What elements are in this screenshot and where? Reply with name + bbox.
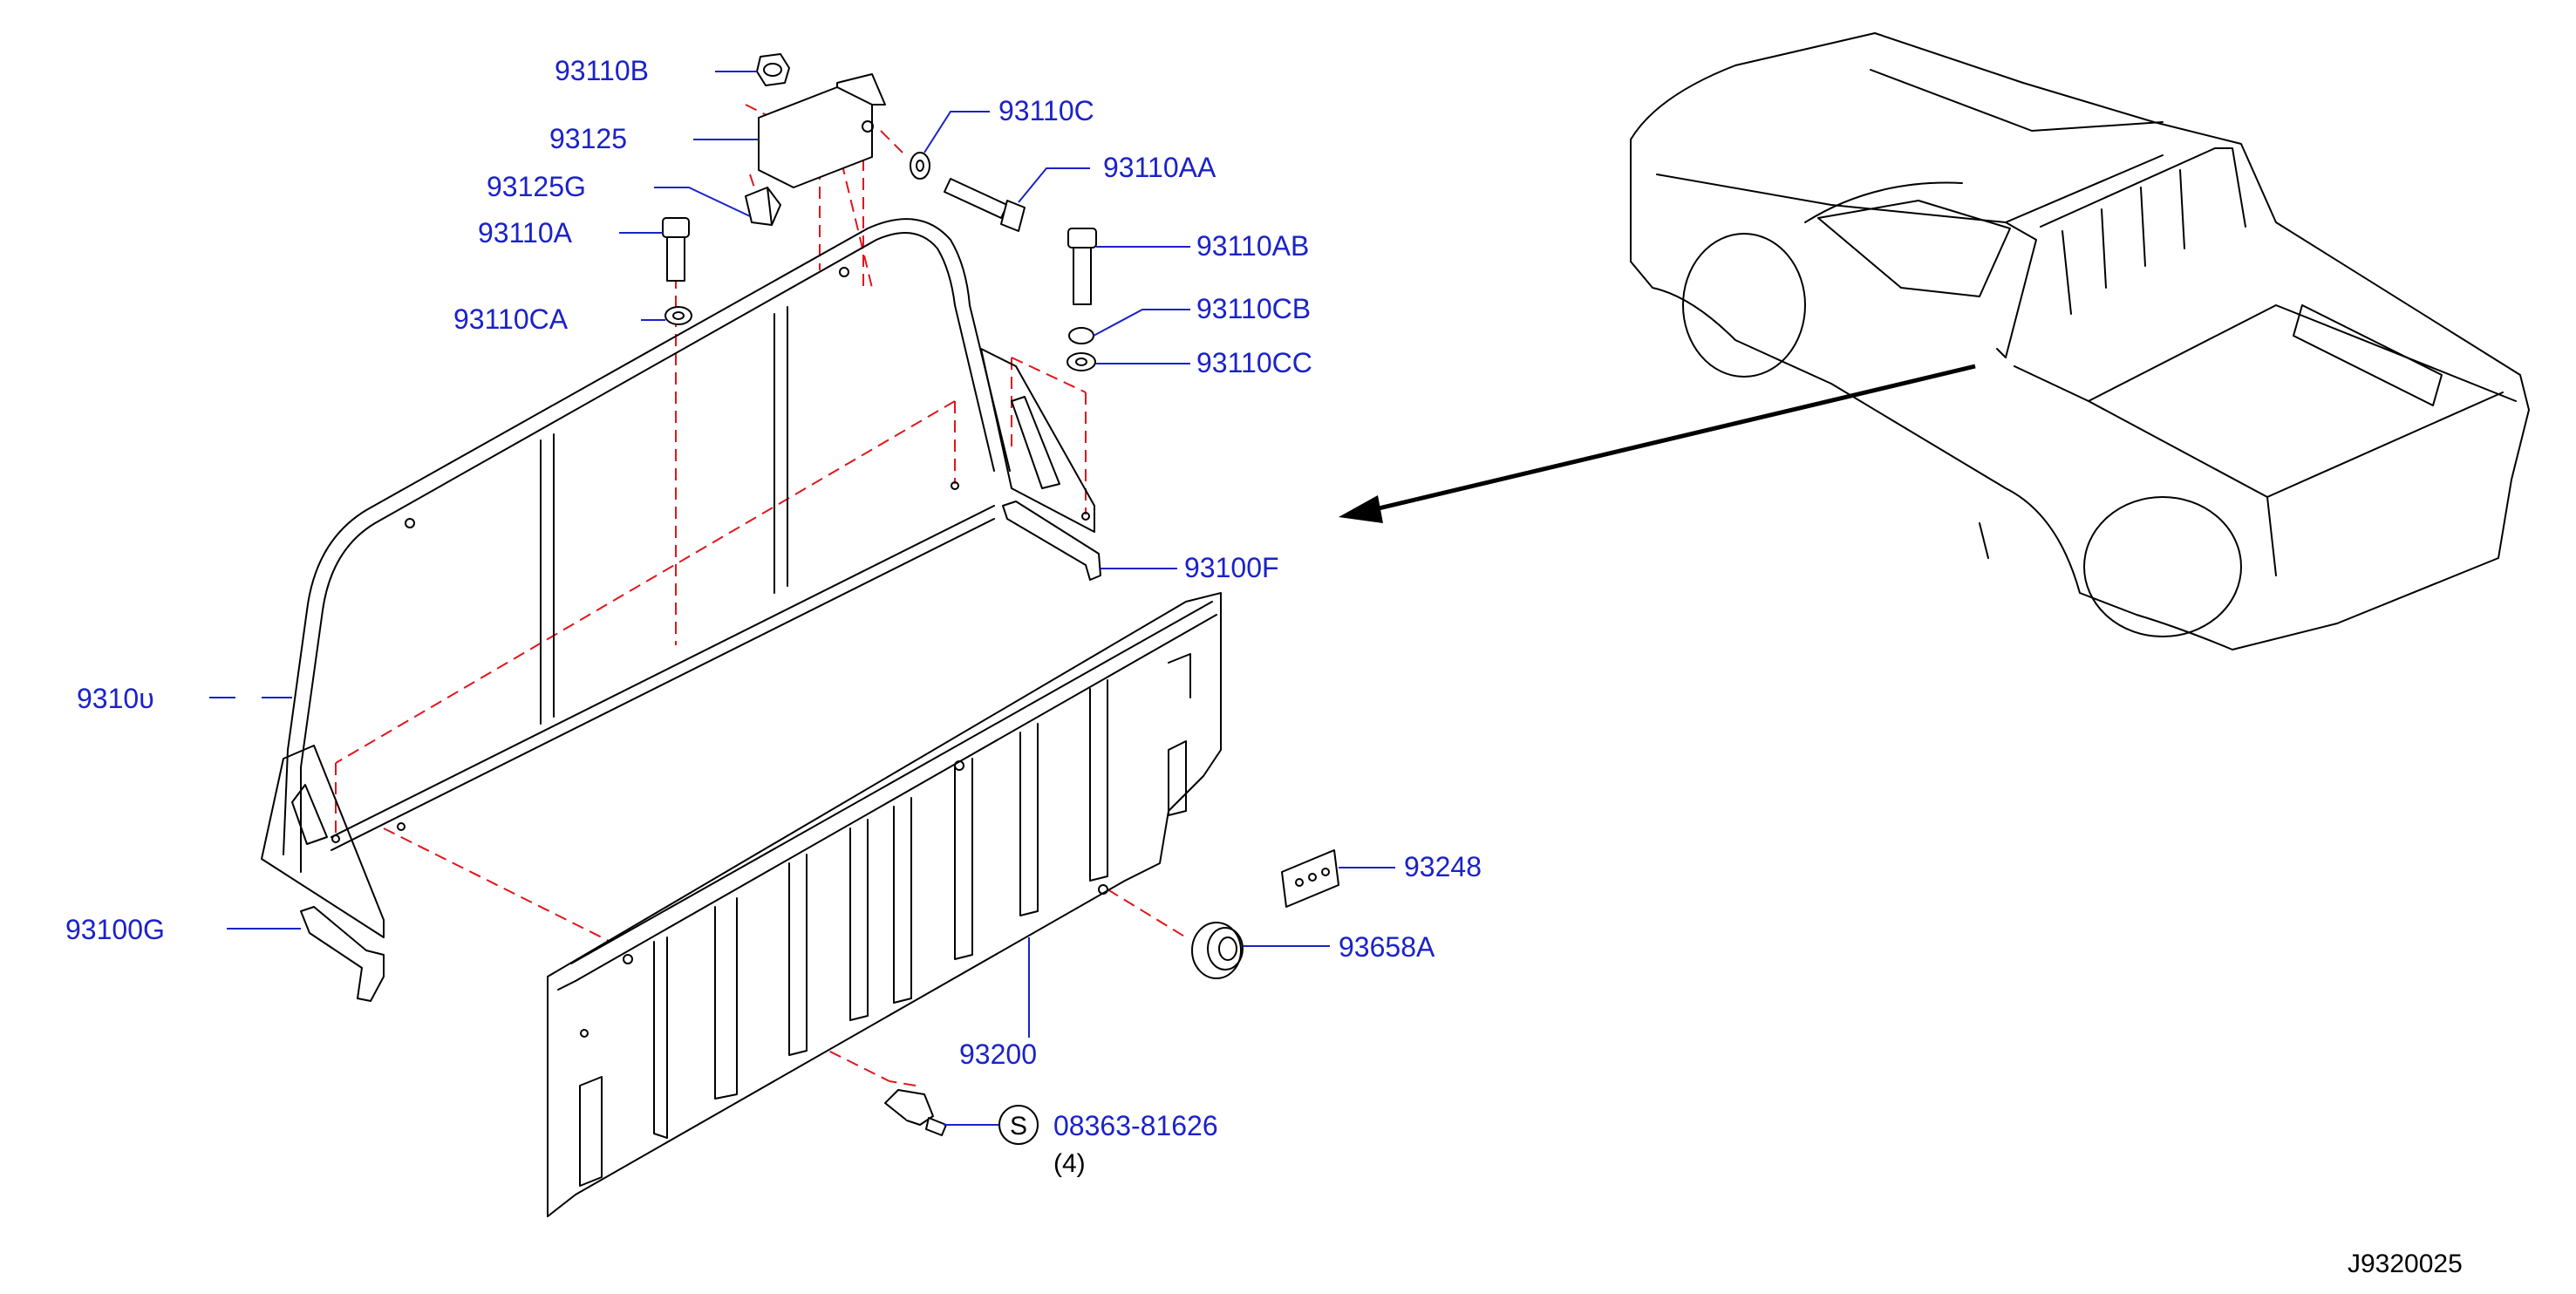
washer-icon-93110cc [1067,352,1096,371]
label-93100g: 93100G [65,914,165,945]
washer-icon-93110c [910,152,930,180]
bolt-icon-93110aa [944,178,1026,232]
standard-symbol-text: S [1010,1112,1027,1141]
leader-lines [209,71,1395,1126]
quantity-note: (4) [1053,1149,1086,1178]
label-93110ab: 93110AB [1196,230,1309,262]
bolt-icon-93110ab [1067,228,1097,305]
label-93110c: 93110C [998,95,1094,126]
bolt-icon-93110a [662,217,690,282]
label-93110aa: 93110AA [1103,152,1216,183]
standard-part-symbol: S [998,1105,1039,1145]
bracket-93100f [1002,501,1101,581]
label-08363: 08363-81626 [1053,1110,1218,1141]
bracket-93100g [300,906,385,1002]
label-93110ca: 93110CA [453,303,569,335]
label-93200: 93200 [959,1039,1037,1070]
label-93658a: 93658A [1339,931,1435,963]
guard-frame [261,218,1095,938]
label-93100f: 93100F [1184,552,1279,583]
bolt-icon-08363 [884,1089,947,1136]
truck-illustration [1630,32,2530,650]
label-93100: 9310υ [77,683,154,714]
spring-washer-icon [1068,327,1094,344]
label-93125: 93125 [549,123,627,154]
rear-panel [547,592,1222,1217]
clip-icon [745,187,781,226]
label-93248: 93248 [1404,851,1482,882]
grommet-93658a [1191,922,1244,979]
pointer-arrow [1339,364,1976,523]
label-93110b: 93110B [555,55,649,86]
plate-93248 [1281,849,1339,908]
nut-icon [756,53,790,86]
washer-icon-93110ca [664,306,692,325]
diagram-code: J9320025 [2348,1250,2463,1278]
label-93110a: 93110A [478,217,573,249]
part-labels: 93110B 93125 93125G 93110A 93110CA 93110… [65,55,1482,1141]
label-93110cb: 93110CB [1196,293,1311,324]
label-93110cc: 93110CC [1196,347,1312,378]
hinge-bracket [758,73,886,188]
label-93125g: 93125G [487,171,586,202]
